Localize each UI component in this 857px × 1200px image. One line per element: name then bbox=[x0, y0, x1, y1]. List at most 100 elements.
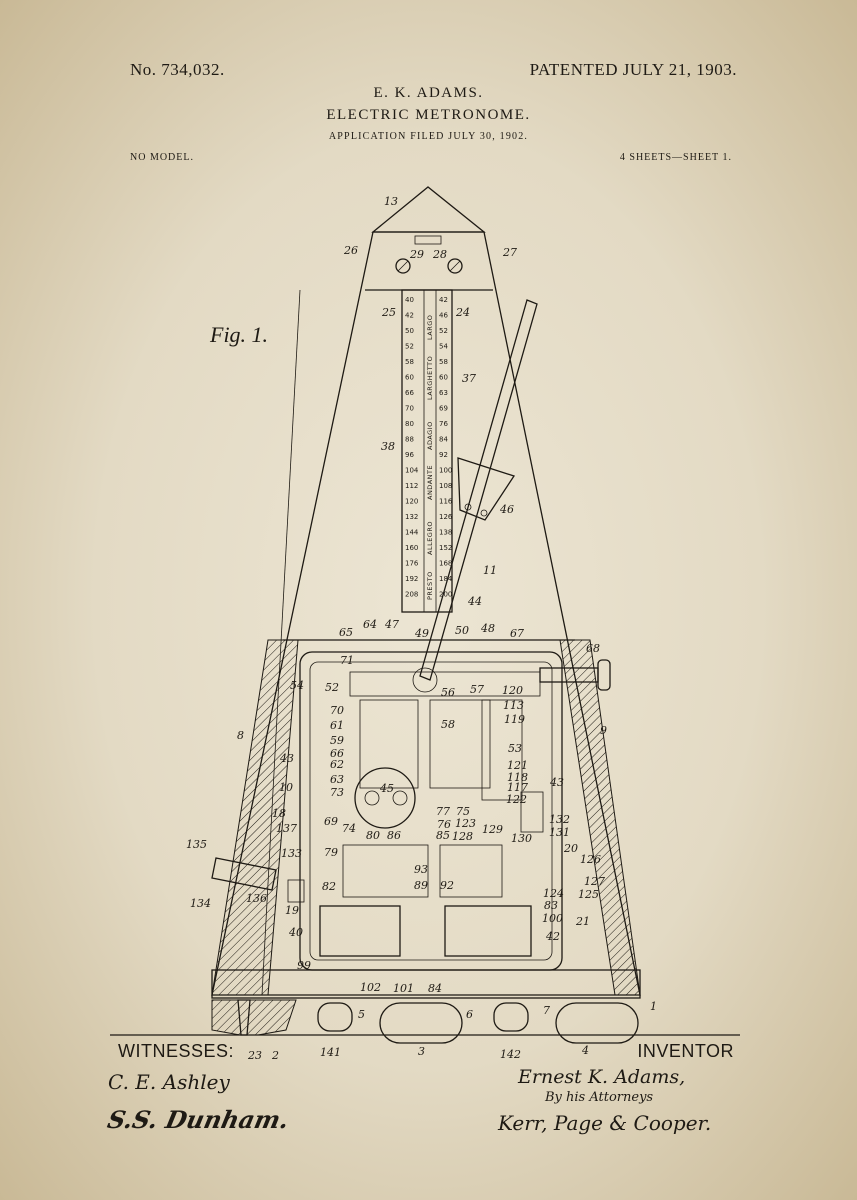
reference-numeral: 3 bbox=[418, 1045, 425, 1058]
reference-numeral: 82 bbox=[322, 880, 336, 893]
reference-numeral: 26 bbox=[343, 244, 358, 257]
reference-numeral: 53 bbox=[508, 742, 522, 755]
reference-numeral: 21 bbox=[575, 915, 590, 928]
mechanism-housing bbox=[287, 651, 611, 971]
reference-numeral: 99 bbox=[297, 959, 311, 972]
reference-numeral: 141 bbox=[320, 1046, 341, 1059]
reference-numeral: 123 bbox=[455, 817, 476, 830]
pyramid-case bbox=[211, 186, 641, 999]
reference-numeral: 38 bbox=[381, 440, 395, 453]
reference-numeral: 54 bbox=[290, 679, 304, 692]
reference-numeral: 20 bbox=[563, 842, 578, 855]
reference-numeral: 136 bbox=[246, 892, 267, 905]
reference-numeral: 93 bbox=[414, 863, 428, 876]
reference-numeral: 84 bbox=[428, 982, 442, 995]
reference-numeral: 8 bbox=[237, 729, 244, 742]
reference-numeral: 23 bbox=[247, 1049, 262, 1062]
inventor-signature: Ernest K. Adams, bbox=[518, 1066, 686, 1088]
reference-numeral: 24 bbox=[455, 306, 470, 319]
witness-signature-2: S.S. Dunham. bbox=[104, 1105, 292, 1134]
reference-numeral: 142 bbox=[500, 1048, 521, 1061]
scale-tempo-word: LARGHETTO bbox=[426, 356, 434, 400]
scale-left-number: 120 bbox=[405, 498, 418, 506]
scale-right-number: 60 bbox=[439, 374, 448, 382]
reference-numeral: 120 bbox=[502, 684, 523, 697]
scale-right-number: 76 bbox=[439, 420, 448, 428]
reference-numeral: 58 bbox=[441, 718, 455, 731]
scale-right-number: 200 bbox=[439, 591, 452, 599]
model-note: NO MODEL. bbox=[130, 152, 194, 163]
reference-numeral: 59 bbox=[330, 734, 344, 747]
reference-numeral: 125 bbox=[578, 888, 599, 901]
reference-numeral: 10 bbox=[279, 781, 293, 794]
reference-numeral: 133 bbox=[281, 847, 302, 860]
reference-numeral: 122 bbox=[506, 793, 527, 806]
reference-numeral: 37 bbox=[462, 372, 476, 385]
reference-numeral: 66 bbox=[330, 747, 344, 760]
reference-numeral: 52 bbox=[325, 681, 339, 694]
reference-numeral: 25 bbox=[381, 306, 396, 319]
scale-left-number: 50 bbox=[405, 327, 414, 335]
scale-left-number: 52 bbox=[405, 343, 414, 351]
scale-right-number: 168 bbox=[439, 560, 452, 568]
reference-numeral: 92 bbox=[440, 879, 454, 892]
reference-numeral: 124 bbox=[543, 887, 564, 900]
reference-numeral: 70 bbox=[330, 704, 344, 717]
pendulum bbox=[419, 299, 538, 681]
scale-right-numbers: 4246525458606369768492100108116126138152… bbox=[439, 296, 453, 599]
witnesses-label: WITNESSES: bbox=[118, 1041, 235, 1061]
reference-numeral: 135 bbox=[186, 838, 207, 851]
scale-right-number: 92 bbox=[439, 451, 448, 459]
reference-numeral: 1 bbox=[650, 1000, 657, 1013]
scale-right-number: 42 bbox=[439, 296, 448, 304]
reference-numeral: 113 bbox=[503, 699, 524, 712]
scale-left-number: 132 bbox=[405, 513, 418, 521]
screw-heads bbox=[395, 258, 463, 274]
reference-numeral: 27 bbox=[502, 246, 517, 259]
reference-numeral: 119 bbox=[504, 713, 525, 726]
reference-numeral: 7 bbox=[543, 1004, 550, 1017]
scale-left-number: 176 bbox=[405, 560, 419, 568]
inventor-heading: E. K. ADAMS. bbox=[373, 85, 484, 101]
scale-tempo-word: ADAGIO bbox=[426, 421, 434, 450]
reference-numeral: 62 bbox=[330, 758, 344, 771]
invention-title: ELECTRIC METRONOME. bbox=[326, 107, 531, 123]
scale-left-number: 208 bbox=[405, 591, 418, 599]
feet bbox=[211, 999, 639, 1044]
reference-numeral: 121 bbox=[507, 759, 528, 772]
reference-numeral: 68 bbox=[586, 642, 600, 655]
left-lever bbox=[211, 857, 277, 891]
by-attorneys-note: By his Attorneys bbox=[545, 1090, 654, 1105]
reference-numeral: 42 bbox=[545, 930, 560, 943]
figure-label: Fig. 1. bbox=[210, 322, 269, 347]
reference-numeral: 74 bbox=[342, 822, 356, 835]
scale-left-number: 192 bbox=[405, 575, 418, 583]
reference-numeral: 117 bbox=[507, 781, 528, 794]
scale-right-number: 116 bbox=[439, 498, 453, 506]
reference-numeral: 76 bbox=[437, 818, 451, 831]
scale-left-number: 42 bbox=[405, 312, 414, 320]
scale-left-number: 160 bbox=[405, 544, 418, 552]
reference-numeral: 48 bbox=[480, 622, 495, 635]
scale-right-number: 52 bbox=[439, 327, 448, 335]
scale-right-number: 100 bbox=[439, 467, 452, 475]
reference-numeral: 4 bbox=[581, 1044, 589, 1057]
reference-numeral: 5 bbox=[358, 1008, 365, 1021]
scale-right-number: 138 bbox=[439, 529, 452, 537]
scale-right-number: 46 bbox=[439, 312, 448, 320]
reference-numeral: 29 bbox=[409, 248, 424, 261]
reference-numeral: 102 bbox=[360, 981, 381, 994]
reference-numeral: 130 bbox=[511, 832, 532, 845]
reference-numeral: 67 bbox=[510, 627, 524, 640]
reference-numeral: 128 bbox=[452, 830, 473, 843]
patent-number: No. 734,032. bbox=[130, 60, 225, 79]
reference-numeral: 100 bbox=[542, 912, 563, 925]
sheet-indicator: 4 SHEETS—SHEET 1. bbox=[619, 152, 732, 163]
reference-numeral: 131 bbox=[549, 826, 570, 839]
reference-numeral: 85 bbox=[436, 829, 450, 842]
scale-right-number: 69 bbox=[439, 405, 448, 413]
reference-numeral: 65 bbox=[339, 626, 353, 639]
